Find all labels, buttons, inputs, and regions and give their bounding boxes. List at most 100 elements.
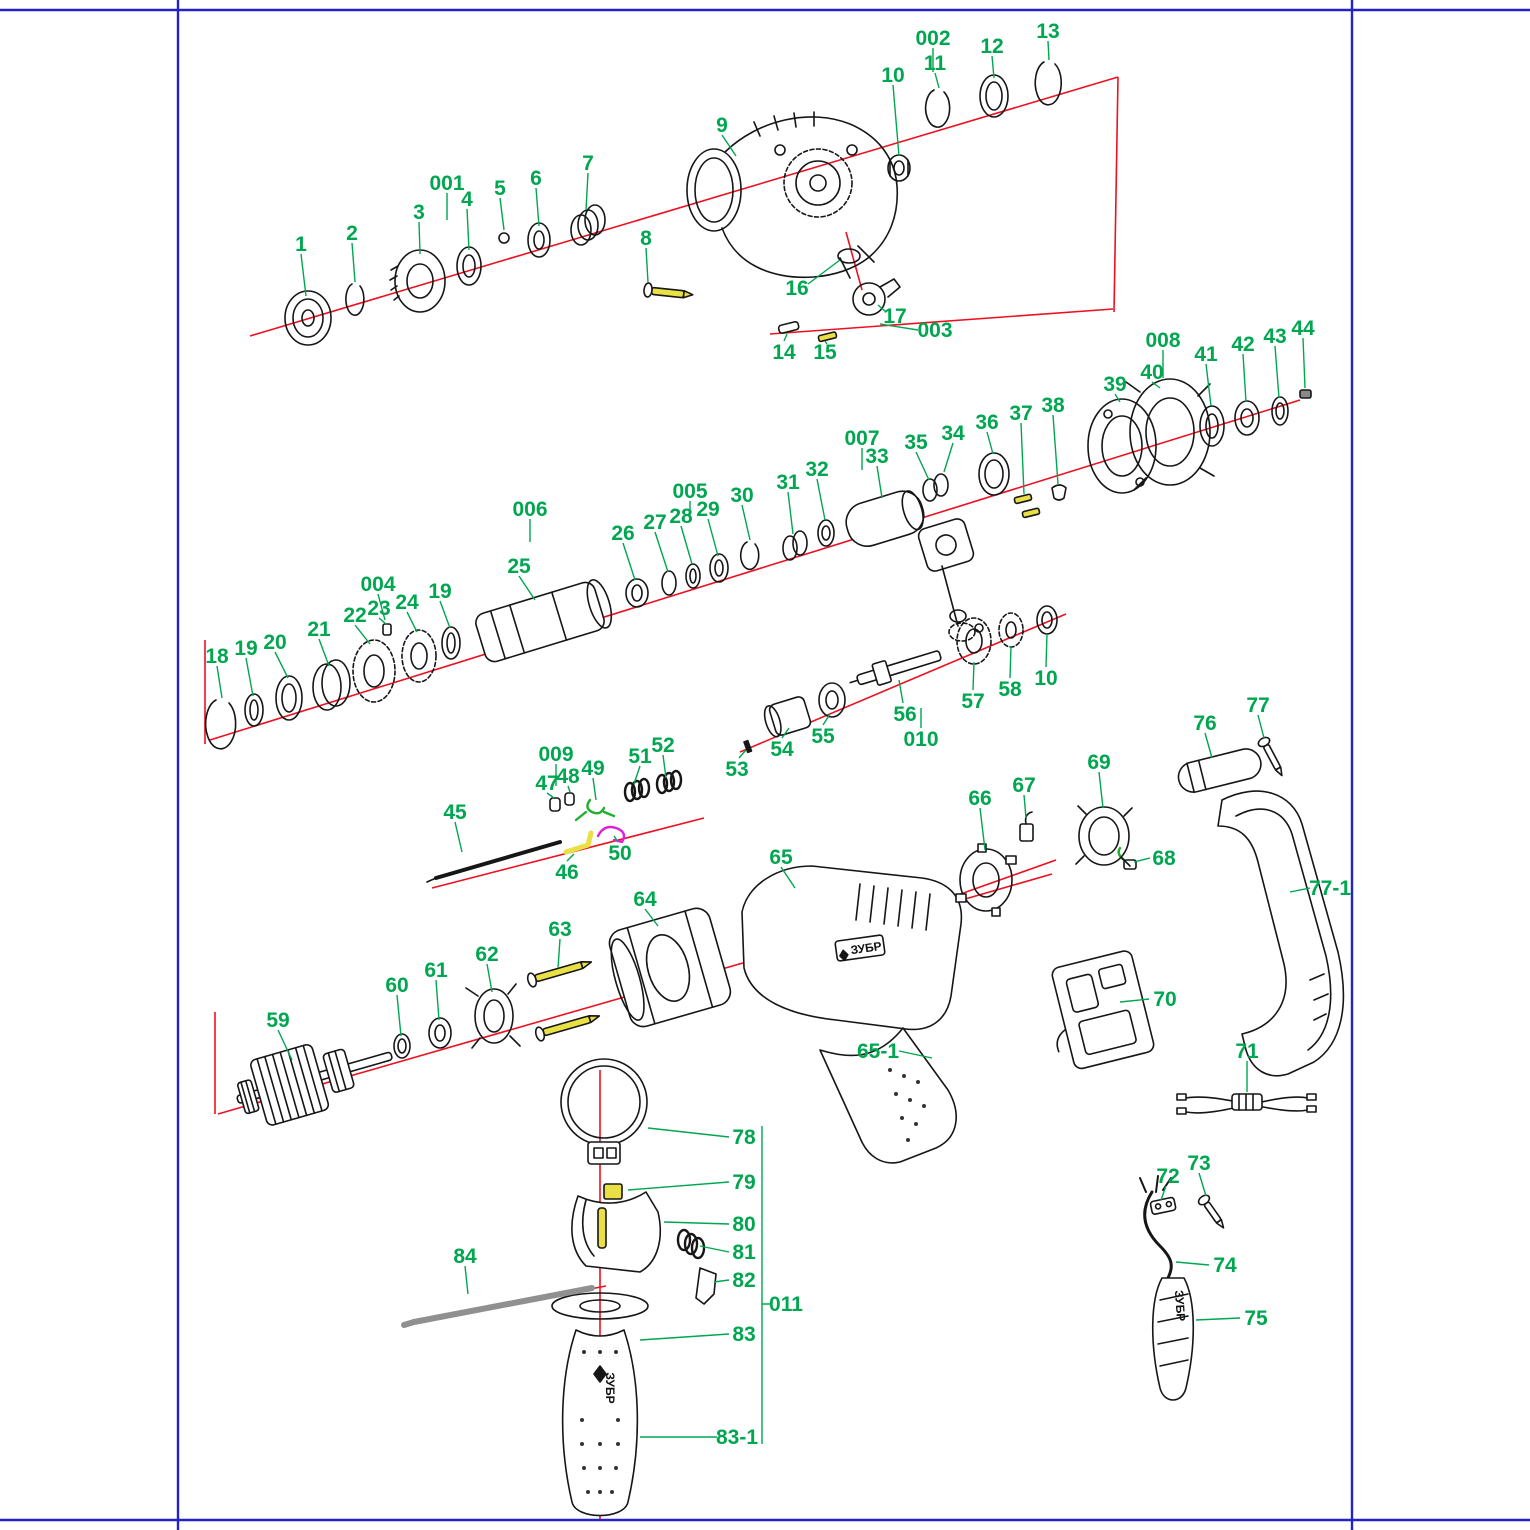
axis-line <box>1113 76 1119 313</box>
part-label-21: 21 <box>307 618 331 641</box>
part-label-5: 5 <box>494 177 506 200</box>
part-label-74: 74 <box>1213 1254 1237 1277</box>
switch-drawing <box>1051 950 1155 1070</box>
leader-line <box>613 835 619 843</box>
part-label-56: 56 <box>893 703 916 726</box>
leader-line <box>1052 414 1059 485</box>
group-label-007: 007 <box>844 427 879 450</box>
group-label-004: 004 <box>360 573 395 596</box>
leader-line <box>877 304 887 313</box>
part-label-64: 64 <box>633 888 657 911</box>
part-label-26: 26 <box>611 522 634 545</box>
part-label-79: 79 <box>732 1171 755 1194</box>
axis-line <box>209 399 1301 741</box>
part-label-25: 25 <box>507 555 531 578</box>
diagram-artwork: ЗУБР <box>204 61 1345 1517</box>
screw-drawing <box>534 1015 601 1042</box>
leader-line <box>557 938 561 969</box>
part-label-67: 67 <box>1012 774 1035 797</box>
part-label-14: 14 <box>772 341 796 364</box>
leader-line <box>943 442 954 473</box>
part-label-72: 72 <box>1156 1165 1179 1188</box>
leader-line <box>1045 633 1048 668</box>
group-label-65-1: 65-1 <box>857 1040 899 1063</box>
leader-line <box>892 84 900 157</box>
motor-assembly-drawing: ЗУБР <box>236 736 1345 1401</box>
leader-line <box>645 247 649 283</box>
part-label-71: 71 <box>1235 1040 1259 1063</box>
leader-line <box>486 963 493 993</box>
part-label-32: 32 <box>805 458 828 481</box>
part-label-59: 59 <box>266 1009 289 1032</box>
part-label-17: 17 <box>883 305 906 328</box>
group-label-005: 005 <box>672 480 707 503</box>
spindle-rings-drawing <box>887 61 1063 182</box>
part-label-47: 47 <box>535 772 558 795</box>
part-label-80: 80 <box>732 1213 755 1236</box>
brand-logo-handle: ЗУБР <box>603 1372 617 1403</box>
part-label-57: 57 <box>961 690 984 713</box>
part-label-54: 54 <box>770 738 794 761</box>
part-label-35: 35 <box>904 431 928 454</box>
part-label-44: 44 <box>1291 317 1315 340</box>
leader-line <box>1198 1172 1207 1197</box>
leader-line <box>915 451 930 481</box>
leader-line <box>713 1279 730 1283</box>
part-label-63: 63 <box>548 918 571 941</box>
part-label-40: 40 <box>1140 361 1163 384</box>
crank-assembly-drawing <box>743 605 1058 754</box>
leader-line <box>707 518 719 557</box>
part-label-11: 11 <box>924 52 947 75</box>
leader-line <box>378 617 387 625</box>
part-label-43: 43 <box>1263 325 1286 348</box>
wiring-drawing <box>1176 1093 1317 1115</box>
leader-line <box>721 134 737 157</box>
leader-line <box>647 1127 730 1138</box>
axis-line <box>249 76 1119 337</box>
part-label-42: 42 <box>1231 333 1254 356</box>
leader-line <box>807 259 841 285</box>
leader-line <box>1020 422 1025 495</box>
part-label-24: 24 <box>395 591 419 614</box>
part-label-22: 22 <box>343 604 366 627</box>
leader-line <box>991 55 995 79</box>
side-handle-assembly-drawing: ЗУБР <box>401 1058 717 1517</box>
part-label-68: 68 <box>1152 847 1176 870</box>
group-label-008: 008 <box>1145 329 1180 352</box>
part-label-18: 18 <box>205 645 229 668</box>
leader-line <box>979 807 986 851</box>
group-label-009: 009 <box>538 743 573 766</box>
leader-line <box>300 253 307 297</box>
leader-line <box>499 197 505 231</box>
leader-line <box>639 1333 730 1341</box>
part-label-10b: 10 <box>1034 667 1057 690</box>
leader-line <box>1009 645 1012 679</box>
leader-line <box>1151 381 1161 389</box>
group-label-003: 003 <box>917 319 952 342</box>
leader-line <box>592 777 597 801</box>
leader-line <box>783 333 788 342</box>
leader-line <box>216 665 223 699</box>
part-label-38: 38 <box>1041 394 1065 417</box>
part-label-77: 77 <box>1246 694 1269 717</box>
leader-line <box>377 593 386 621</box>
part-label-69: 69 <box>1087 751 1110 774</box>
leader-line <box>644 908 659 927</box>
leader-line <box>1302 337 1306 389</box>
part-label-66: 66 <box>968 787 991 810</box>
leader-line <box>741 504 751 541</box>
axis-lines <box>204 76 1301 1519</box>
group-label-006: 006 <box>512 498 547 521</box>
part-label-55: 55 <box>811 725 835 748</box>
part-label-82: 82 <box>732 1269 755 1292</box>
part-label-51: 51 <box>628 745 652 768</box>
leader-line <box>972 661 975 691</box>
part-label-52: 52 <box>651 734 674 757</box>
leader-lines <box>216 40 1311 1444</box>
leader-line <box>787 491 794 535</box>
leader-line <box>879 323 919 331</box>
screw-drawing <box>526 961 593 988</box>
group-label-83-1: 83-1 <box>716 1426 758 1449</box>
